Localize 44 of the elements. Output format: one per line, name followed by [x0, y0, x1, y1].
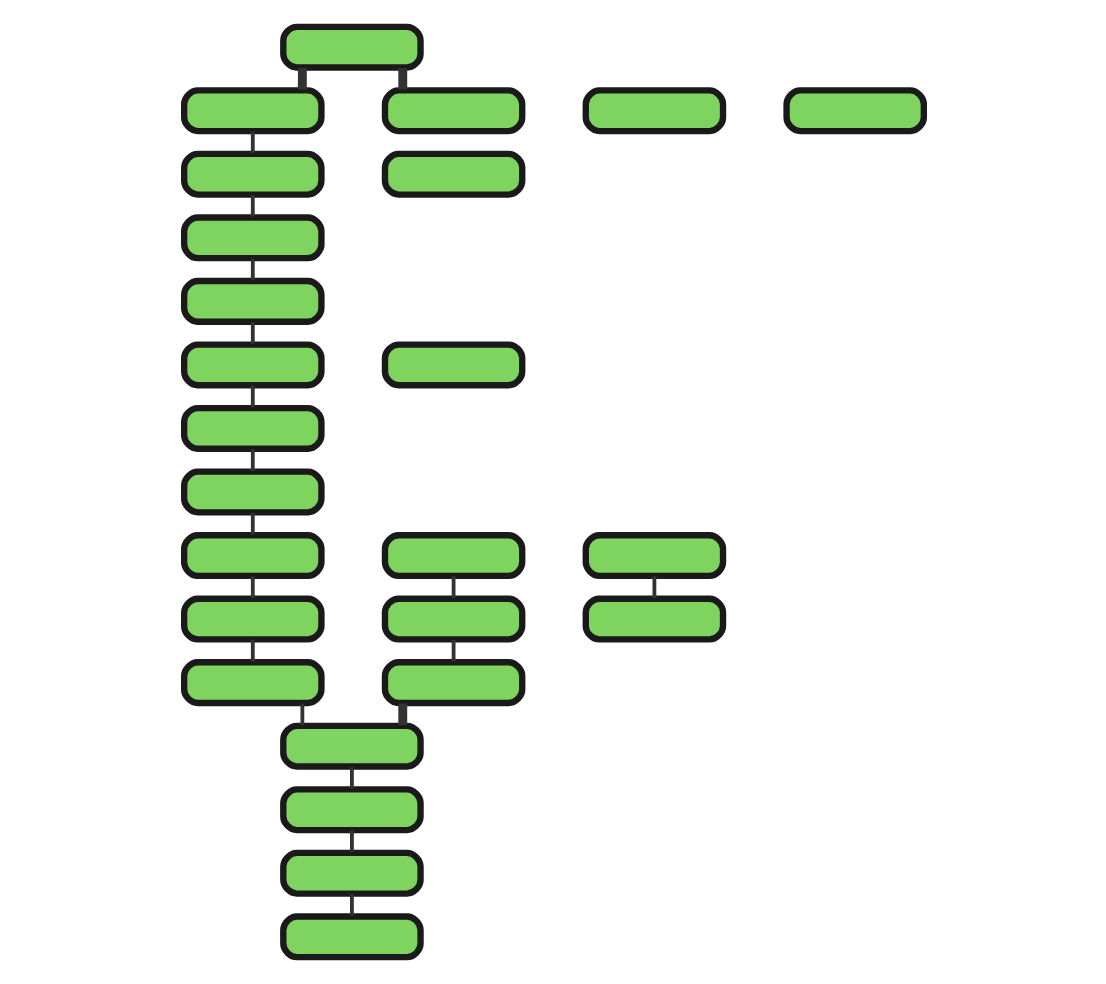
- connector: [249, 322, 254, 344]
- connector: [450, 639, 455, 662]
- connector: [349, 830, 353, 853]
- node-box: [279, 23, 423, 71]
- node-box: [581, 595, 726, 643]
- node-box: [581, 532, 726, 580]
- node-box: [180, 87, 324, 135]
- node-box: [279, 849, 423, 897]
- connector: [397, 68, 407, 90]
- node-box: [180, 214, 324, 262]
- connector: [349, 894, 353, 916]
- node-box: [180, 659, 324, 707]
- node-box: [380, 659, 525, 707]
- connector: [349, 767, 353, 789]
- node-box: [581, 87, 726, 135]
- connector: [450, 576, 455, 598]
- connector: [249, 195, 254, 217]
- connector: [249, 385, 254, 408]
- connector: [299, 703, 304, 726]
- node-box: [380, 341, 525, 389]
- node-box: [380, 532, 525, 580]
- node-box: [180, 595, 324, 643]
- connector: [249, 131, 254, 154]
- connector: [249, 512, 254, 535]
- node-box: [380, 150, 525, 198]
- node-box: [782, 87, 926, 135]
- node-box: [380, 595, 525, 643]
- connector: [249, 449, 254, 471]
- node-box: [180, 150, 324, 198]
- node-box: [279, 786, 423, 834]
- connector: [249, 639, 254, 662]
- connector: [397, 703, 407, 726]
- connector: [296, 68, 306, 90]
- connector: [249, 576, 254, 598]
- connector: [651, 576, 656, 598]
- node-box: [279, 722, 423, 770]
- node-box: [279, 913, 423, 961]
- node-box: [380, 87, 525, 135]
- node-box: [180, 468, 324, 516]
- node-box: [180, 277, 324, 325]
- node-box: [180, 532, 324, 580]
- connector: [249, 258, 254, 281]
- node-box: [180, 404, 324, 452]
- node-box: [180, 341, 324, 389]
